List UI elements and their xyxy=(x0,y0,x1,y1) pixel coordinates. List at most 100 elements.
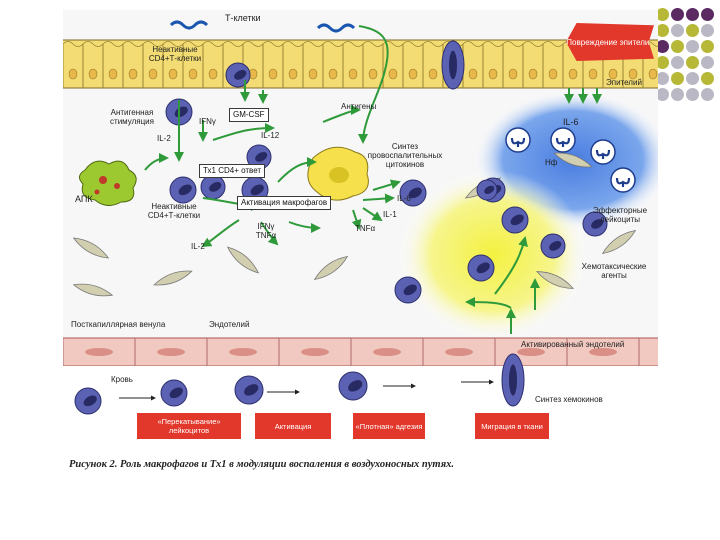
epithelial-cell-nucleus xyxy=(328,68,338,80)
decorative-dot xyxy=(686,72,699,85)
inactive-cd4-top-label: Неактивные CD4+Т-клетки xyxy=(148,45,202,63)
cilia xyxy=(322,41,344,47)
diagram-artwork xyxy=(63,10,658,450)
decorative-dot xyxy=(671,24,684,37)
epithelial-cell-nucleus xyxy=(528,68,538,80)
cilia xyxy=(342,41,364,47)
cilia xyxy=(522,41,544,47)
antigens-label: Антигены xyxy=(341,102,377,111)
t-cells-label: Т-клетки xyxy=(225,13,261,23)
leukocyte-nucleus xyxy=(178,184,192,196)
leukocyte-nucleus xyxy=(510,214,524,226)
il-12-label: IL-12 xyxy=(261,131,280,140)
fibroblast xyxy=(535,271,575,289)
cilia xyxy=(362,41,384,47)
decorative-dot xyxy=(656,56,669,69)
endothelial-cell-nucleus xyxy=(157,348,185,356)
inactive-cd4-bottom-label: Неактивные CD4+Т-клетки xyxy=(147,202,201,220)
arrow xyxy=(260,221,279,246)
arrow xyxy=(351,209,362,230)
cilia xyxy=(262,41,284,47)
il-6-label-2: IL-6 xyxy=(397,194,411,203)
endothelial-cell-nucleus xyxy=(229,348,257,356)
decorative-dot xyxy=(656,24,669,37)
il-2-label-2: IL-2 xyxy=(191,242,205,251)
activated-endothelium-label: Активированный эндотелий xyxy=(521,340,625,349)
endothelial-cell-nucleus xyxy=(373,348,401,356)
arrow xyxy=(465,297,512,309)
cilia xyxy=(202,41,224,47)
decorative-dot xyxy=(671,56,684,69)
leukocyte-nucleus xyxy=(549,240,562,251)
yellow-chemotaxis-zone xyxy=(398,170,588,340)
epithelial-cell-nucleus xyxy=(108,68,118,80)
decorative-dot xyxy=(701,88,714,101)
tnf-alpha-label-1: TNFα xyxy=(355,224,376,233)
neutrophil-nucleus xyxy=(595,149,611,159)
arrow xyxy=(362,193,395,204)
epithelial-cell-nucleus xyxy=(148,68,158,80)
leukocyte-nucleus xyxy=(234,69,247,80)
il-6-label-1: IL-6 xyxy=(563,117,579,127)
decorative-dot xyxy=(686,8,699,21)
th1-response-box: Тх1 CD4+ ответ xyxy=(199,164,266,178)
epithelial-cell-nucleus xyxy=(408,68,418,80)
epithelium-damage-badge: Повреждение эпителия xyxy=(566,23,654,61)
endothelial-cell-nucleus xyxy=(301,348,329,356)
stage-migration: Миграция в ткани xyxy=(475,413,549,439)
decorative-dot xyxy=(656,88,669,101)
leukocyte-nucleus xyxy=(255,151,268,162)
leukocyte-nucleus xyxy=(250,184,264,196)
decorative-dot xyxy=(656,40,669,53)
cilia xyxy=(402,41,424,47)
process-arrows xyxy=(119,25,602,401)
fibroblast xyxy=(226,246,260,274)
epithelial-cells xyxy=(63,41,658,88)
cilia xyxy=(63,41,84,47)
arrow xyxy=(372,179,401,191)
leukocyte-nucleus xyxy=(169,387,183,399)
epithelial-cell-nucleus xyxy=(308,68,318,80)
arrow xyxy=(212,123,275,141)
neutrophil xyxy=(590,139,616,165)
epithelial-cell-nucleus xyxy=(128,68,138,80)
neutrophil xyxy=(550,127,576,153)
epithelial-cell-nucleus xyxy=(488,68,498,80)
decorative-dot xyxy=(671,88,684,101)
cilia xyxy=(502,41,524,47)
chemokine-synthesis-label: Синтез хемокинов xyxy=(535,395,603,404)
cilia xyxy=(142,41,164,47)
fibroblast xyxy=(72,283,114,297)
epithelial-cell-nucleus xyxy=(388,68,398,80)
leukocyte-nucleus xyxy=(476,262,490,274)
endothelium-label: Эндотелий xyxy=(209,320,250,329)
proinflammatory-synthesis-label: Синтез провоспалительных цитокинов xyxy=(367,142,443,169)
epithelial-cell-nucleus xyxy=(588,68,598,80)
epithelial-cell-nucleus xyxy=(548,68,558,80)
epithelial-cell-nucleus xyxy=(648,68,658,80)
epithelial-cell-nucleus xyxy=(268,68,278,80)
apc-label: АПК xyxy=(75,194,93,204)
arrow xyxy=(277,157,317,183)
endothelial-cell-nucleus xyxy=(517,348,545,356)
leukocyte-nucleus xyxy=(408,187,422,199)
cilia xyxy=(422,41,444,47)
fibroblast xyxy=(153,270,193,286)
cilia xyxy=(222,41,244,47)
decorative-dot xyxy=(686,56,699,69)
epithelial-cell-nucleus xyxy=(88,68,98,80)
epithelial-cell-nucleus xyxy=(348,68,358,80)
neutrophil-nucleus xyxy=(615,177,631,187)
leukocyte-nucleus xyxy=(348,380,363,392)
epithelial-cell-nucleus xyxy=(188,68,198,80)
cilia xyxy=(282,41,304,47)
blood-label: Кровь xyxy=(111,375,133,384)
arrow xyxy=(288,221,321,233)
leukocyte-nucleus xyxy=(484,185,495,194)
leukocyte-nucleus xyxy=(591,218,604,229)
epithelial-cell-nucleus xyxy=(68,68,78,80)
endothelial-cells xyxy=(63,338,640,366)
epithelial-cell-nucleus xyxy=(288,68,298,80)
arrow xyxy=(494,236,528,295)
decorative-dot xyxy=(686,40,699,53)
